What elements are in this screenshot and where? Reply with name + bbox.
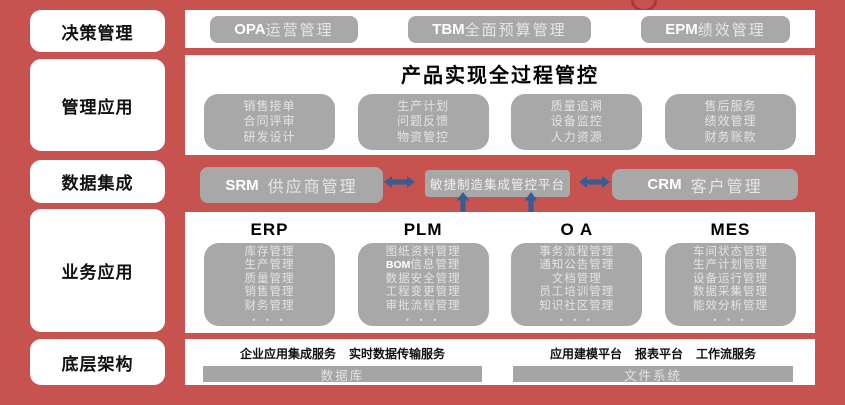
management-group-box: 销售接单合同评审研发设计: [204, 94, 335, 150]
foundation-service-label: 报表平台: [634, 347, 683, 361]
pill-label: 运营管理: [265, 22, 334, 39]
management-group-box: 售后服务绩效管理财务账款: [664, 94, 796, 150]
sidebar-item-integration: 数据集成: [30, 160, 165, 203]
management-groups: 销售接单合同评审研发设计生产计划问题反馈物资管控质量追溯设备监控人力资源售后服务…: [185, 88, 815, 150]
business-item: 员工培训管理: [539, 286, 615, 299]
business-item: 工程变更管理: [385, 286, 461, 299]
crm-acronym: CRM: [647, 176, 682, 193]
business-item: 车间状态管理: [692, 245, 768, 258]
business-item: 生产计划管理: [692, 259, 768, 272]
crm-label: 客户管理: [690, 178, 763, 196]
management-item: 物资管控: [397, 129, 450, 144]
up-arrow-icon: [524, 192, 538, 212]
business-item: 数据安全管理: [385, 272, 461, 285]
crm-box: CRM 客户管理: [612, 169, 798, 200]
management-item: 合同评审: [243, 114, 296, 129]
management-group-box: 质量追溯设备监控人力资源: [511, 94, 643, 150]
business-item: 知识社区管理: [539, 299, 615, 312]
srm-label: 供应商管理: [267, 179, 358, 196]
business-item: BOM信息管理: [385, 259, 461, 272]
foundation-group-database: 企业应用集成服务实时数据传输服务 数据库: [203, 339, 482, 383]
management-item: 财务账款: [704, 129, 757, 144]
foundation-service-label: 应用建模平台: [549, 347, 622, 361]
sidebar-item-business: 业务应用: [30, 209, 165, 332]
pill-label: 绩效管理: [697, 22, 766, 39]
business-column-header: PLM: [403, 220, 443, 239]
filesystem-bar: 文件系统: [513, 366, 793, 383]
ellipsis: • • •: [252, 315, 287, 326]
business-item: 质量管理: [244, 272, 295, 285]
management-item: 销售接单: [243, 98, 296, 113]
sidebar-item-foundation: 底层架构: [30, 339, 165, 385]
management-item: 研发设计: [243, 129, 296, 144]
ellipsis: • • •: [405, 315, 441, 326]
business-column: O A 事务流程管理通知公告管理文档管理员工培训管理知识社区管理 • • •: [511, 218, 643, 326]
foundation-service-label: 实时数据传输服务: [349, 347, 446, 361]
business-item: 销售管理: [244, 286, 295, 299]
business-item: 库存管理: [244, 245, 295, 258]
up-arrow-icon: [456, 192, 470, 212]
ellipsis: • • •: [559, 315, 595, 326]
business-item: 设备运行管理: [692, 272, 768, 285]
pill-acronym: OPA: [234, 20, 266, 38]
business-item: 财务管理: [244, 299, 295, 312]
foundation-group-filesystem: 应用建模平台报表平台工作流服务 文件系统: [513, 339, 793, 383]
double-arrow-icon: [384, 176, 415, 188]
management-item: 设备监控: [550, 114, 603, 129]
pill-label: 全面预算管理: [464, 22, 567, 39]
management-item: 售后服务: [704, 98, 757, 113]
business-item-box: 车间状态管理生产计划管理设备运行管理数据采集管理能效分析管理 • • •: [664, 243, 796, 326]
srm-box: SRM 供应商管理: [200, 167, 383, 203]
srm-acronym: SRM: [225, 176, 259, 194]
management-item: 生产计划: [397, 98, 450, 113]
double-arrow-icon: [579, 176, 610, 188]
foundation-service-label: 工作流服务: [696, 347, 757, 361]
ellipsis: • • •: [713, 315, 748, 326]
integration-hub-label: 敏捷制造集成管控平台: [429, 178, 565, 192]
management-title: 产品实现全过程管控: [401, 65, 599, 87]
management-item: 问题反馈: [397, 114, 450, 129]
business-item: 文档管理: [551, 272, 602, 285]
item-acronym: BOM: [385, 259, 411, 272]
foundation-services: 企业应用集成服务实时数据传输服务: [203, 345, 482, 362]
management-item: 人力资源: [550, 129, 603, 144]
business-column: ERP 库存管理生产管理质量管理销售管理财务管理 • • •: [204, 218, 335, 326]
management-item: 质量追溯: [550, 98, 603, 113]
sidebar-item-management: 管理应用: [30, 59, 165, 151]
business-item-box: 库存管理生产管理质量管理销售管理财务管理 • • •: [204, 243, 335, 326]
database-bar: 数据库: [203, 366, 482, 383]
management-group-box: 生产计划问题反馈物资管控: [357, 94, 489, 150]
business-column-header: ERP: [250, 220, 289, 239]
business-item: 通知公告管理: [539, 259, 615, 272]
business-item: 生产管理: [244, 259, 295, 272]
business-column-header: MES: [710, 220, 751, 239]
foundation-services: 应用建模平台报表平台工作流服务: [513, 345, 793, 362]
business-column: MES 车间状态管理生产计划管理设备运行管理数据采集管理能效分析管理 • • •: [664, 218, 796, 326]
business-item: 能效分析管理: [692, 299, 768, 312]
business-item: 图纸资料管理: [385, 245, 461, 258]
foundation-panel: 企业应用集成服务实时数据传输服务 数据库 应用建模平台报表平台工作流服务 文件系…: [185, 339, 815, 385]
management-panel: 产品实现全过程管控 销售接单合同评审研发设计生产计划问题反馈物资管控质量追溯设备…: [185, 55, 815, 155]
business-column-header: O A: [560, 220, 594, 239]
business-item: 事务流程管理: [539, 245, 615, 258]
pill-acronym: TBM: [432, 20, 465, 38]
foundation-service-label: 企业应用集成服务: [239, 347, 336, 361]
business-item: 审批流程管理: [385, 299, 461, 312]
pill-acronym: EPM: [665, 20, 698, 38]
business-item: 数据采集管理: [692, 286, 768, 299]
integration-hub-box: 敏捷制造集成管控平台: [425, 170, 570, 197]
management-item: 绩效管理: [704, 114, 757, 129]
business-item-box: 事务流程管理通知公告管理文档管理员工培训管理知识社区管理 • • •: [511, 243, 643, 326]
sidebar-item-decision: 决策管理: [30, 10, 165, 52]
